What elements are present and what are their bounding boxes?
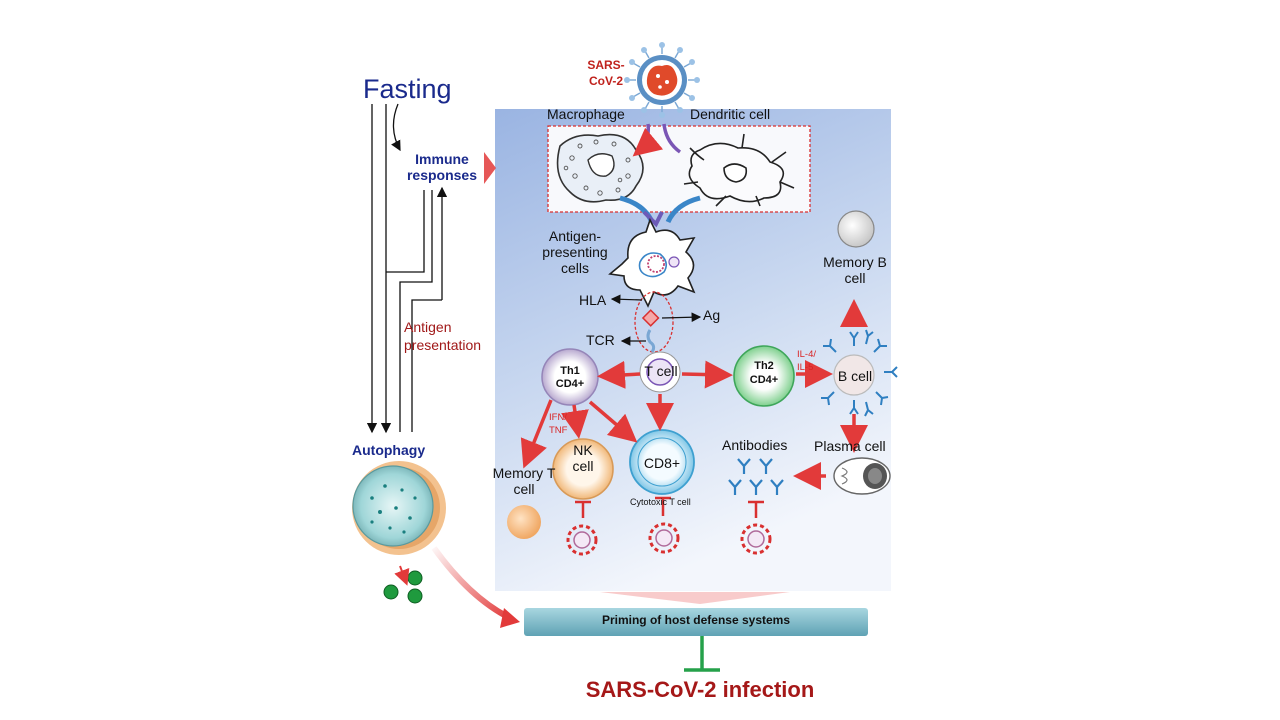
ifn-tnf-label: IFN/ TNF (549, 412, 568, 436)
nk-cell (552, 438, 614, 500)
nk-cell-label: NK cell (572, 442, 594, 475)
tcr-icon (646, 329, 656, 353)
red-arrows (520, 299, 868, 490)
priming-bar (524, 608, 868, 636)
th2-label: Th2 (754, 360, 774, 372)
plasma-cell (833, 457, 891, 495)
arrow-into-apc (642, 210, 664, 228)
th2-cd4-cell (733, 345, 795, 407)
sars-cov2-virus-icon (624, 42, 700, 118)
antibodies-label: Antibodies (722, 437, 788, 453)
autophagy-product-2 (407, 570, 423, 586)
memory-b-cell (837, 210, 875, 248)
th1-cd4-label: CD4+ (555, 378, 585, 390)
plasma-cell-label: Plasma cell (814, 438, 886, 454)
fasting-label: Fasting (363, 74, 452, 104)
autophagy-label: Autophagy (352, 442, 426, 458)
arrow-to-dendritic (662, 123, 682, 154)
arrow-to-macrophage (632, 123, 664, 157)
priming-label: Priming of host defense systems (601, 613, 791, 627)
autophagy-product-3 (407, 588, 423, 604)
sars-cov2-top-label: SARS-CoV-2 (587, 58, 625, 88)
apc-label: Antigen-presenting cells (542, 228, 608, 277)
tcr-label: TCR (586, 332, 615, 348)
immune-to-panel-arrow (484, 152, 496, 184)
b-cell-label: B cell (837, 368, 873, 384)
autophagy-to-priming-arrow (431, 546, 512, 621)
antigen-presentation-label: Antigen presentation (404, 319, 482, 354)
fasting-flow-lines (366, 103, 448, 434)
cytotoxic-t-cell-label: Cytotoxic T cell (630, 497, 691, 507)
memory-t-cell-label: Memory T cell (492, 465, 556, 498)
macrophage-label: Macrophage (547, 106, 625, 122)
t-cell (639, 351, 681, 393)
il4-il5-label: IL-4/ IL-5 (797, 349, 817, 373)
th1-label: Th1 (560, 365, 580, 377)
t-cell-label: T cell (644, 363, 678, 379)
memory-b-cell-label: Memory B cell (823, 254, 887, 287)
panel-fade (600, 592, 790, 604)
immune-synapse-circle (634, 291, 674, 353)
cd8-label: CD8+ (643, 455, 681, 471)
memory-t-cell (507, 505, 541, 539)
antibodies-icon (728, 458, 784, 495)
dendritic-cell-label: Dendritic cell (690, 106, 771, 122)
inhibition-marks (575, 496, 764, 518)
arrow-dendritic-apc (665, 195, 701, 224)
infection-label: SARS-CoV-2 infection (585, 677, 815, 702)
immune-responses-label: Immune responses (406, 151, 478, 184)
antigen-icon (641, 309, 660, 327)
autophagy-arrowhead (500, 608, 520, 628)
antigen-presenting-cell (608, 217, 696, 308)
autophagy-small-arrow (394, 565, 410, 586)
autophagy-product-1 (383, 584, 399, 600)
ag-pointer (661, 312, 702, 323)
hla-pointer (610, 294, 643, 305)
hla-label: HLA (579, 292, 607, 308)
macrophage-cell (556, 133, 644, 203)
th2-cd4-label: CD4+ (749, 374, 779, 386)
autophagy-cell (352, 461, 446, 555)
virus-icon-nk (566, 524, 598, 556)
virus-icon-antibody (740, 523, 772, 555)
virus-icon-cd8 (648, 522, 680, 554)
b-cell (821, 329, 898, 417)
dendritic-cell (683, 133, 795, 207)
ag-label: Ag (703, 307, 721, 323)
